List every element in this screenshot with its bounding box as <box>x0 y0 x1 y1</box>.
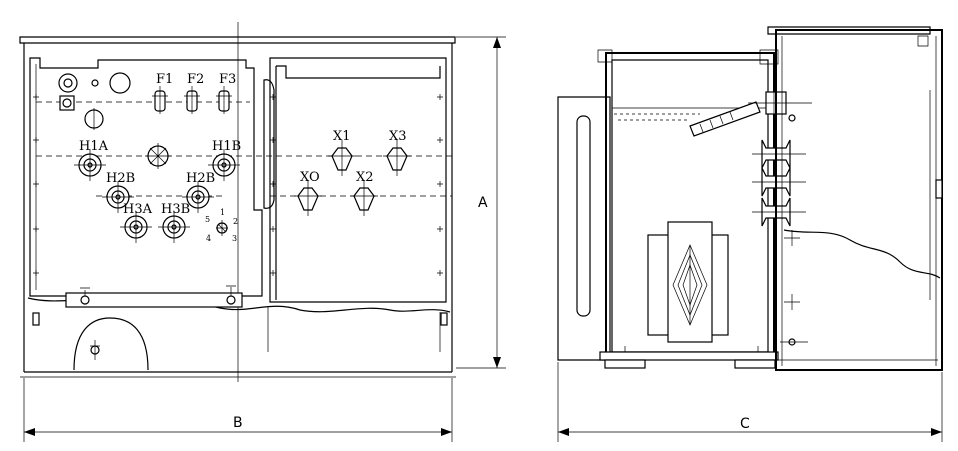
bushing-h2b-right <box>182 181 214 213</box>
front-plus-markers <box>33 94 443 276</box>
front-left-latch <box>32 312 40 326</box>
right-compartment-inner <box>275 65 441 300</box>
label-x2: X2 <box>356 170 374 185</box>
dimension-c <box>557 362 943 442</box>
coil-winding-pattern <box>672 244 708 326</box>
label-x3: X3 <box>389 129 407 144</box>
bushing-x0 <box>294 180 322 216</box>
bushing-h3a <box>120 211 152 243</box>
tap-pos-2: 2 <box>233 217 238 226</box>
fuse-f2 <box>184 86 200 114</box>
liquid-level-gauge <box>109 72 131 94</box>
ground-bar <box>65 292 243 308</box>
label-x0: XO <box>300 170 320 185</box>
label-x1: X1 <box>333 129 351 144</box>
label-f2: F2 <box>187 72 204 87</box>
bushing-x1 <box>328 140 356 176</box>
label-h2b-left: H2B <box>106 171 135 186</box>
front-bottom-arch <box>73 317 149 371</box>
label-h2b-right: H2B <box>186 171 215 186</box>
side-lv-bushing-2 <box>752 167 806 197</box>
side-base-skid <box>599 351 779 361</box>
tap-pos-4: 4 <box>206 234 211 243</box>
bushing-h1b <box>208 149 240 181</box>
tank-lid-corner-right <box>759 49 779 65</box>
dimension-a-label: A <box>478 195 488 211</box>
side-cabinet-roof <box>767 26 931 35</box>
bushing-h2b-left <box>102 181 134 213</box>
right-hinge <box>263 79 275 209</box>
fuse-f3 <box>216 86 232 114</box>
fill-plug <box>91 79 99 87</box>
bushing-center-crossed <box>145 143 171 169</box>
bushing-x3 <box>383 140 411 176</box>
side-cooling-slot <box>576 115 591 317</box>
right-compartment <box>269 57 447 303</box>
ground-bar-bolt-left <box>80 295 90 305</box>
bushing-h1a <box>74 149 106 181</box>
ground-bar-bolt-right <box>226 295 236 305</box>
side-view: C <box>557 26 943 442</box>
dimension-b <box>23 378 453 442</box>
dimension-a <box>456 36 506 369</box>
front-right-latch <box>440 312 448 326</box>
tap-pos-5: 5 <box>205 215 210 224</box>
front-roof <box>19 36 456 44</box>
oil-surface-hatch <box>614 113 700 121</box>
fuse-f1 <box>152 86 168 114</box>
side-hv-bushing <box>689 101 761 137</box>
front-view: F1 F2 F3 H1A H1B H2B H2B <box>19 22 506 442</box>
bushing-h3b <box>158 211 190 243</box>
side-lv-bushing-1 <box>752 139 806 169</box>
side-lv-bushing-3 <box>752 197 806 227</box>
tap-pos-1: 1 <box>220 208 225 217</box>
side-cabinet-handle <box>935 179 943 199</box>
side-break-line <box>783 229 941 279</box>
label-h1b: H1B <box>212 139 241 154</box>
front-outer-walls <box>23 43 453 372</box>
side-cabinet <box>775 29 943 371</box>
label-f1: F1 <box>156 72 173 87</box>
dimension-c-label: C <box>740 416 750 432</box>
left-compartment-door <box>29 57 263 297</box>
label-h1a: H1A <box>79 139 109 154</box>
tap-changer-switch <box>216 220 228 236</box>
front-lower-posts <box>267 306 441 352</box>
label-h3b: H3B <box>161 202 190 217</box>
tank-lid-corner-left <box>597 49 613 63</box>
tap-pos-3: 3 <box>232 234 237 243</box>
label-f3: F3 <box>219 72 236 87</box>
label-h3a: H3A <box>123 202 153 217</box>
bushing-x2 <box>350 180 378 216</box>
dimension-b-label: B <box>233 415 243 431</box>
